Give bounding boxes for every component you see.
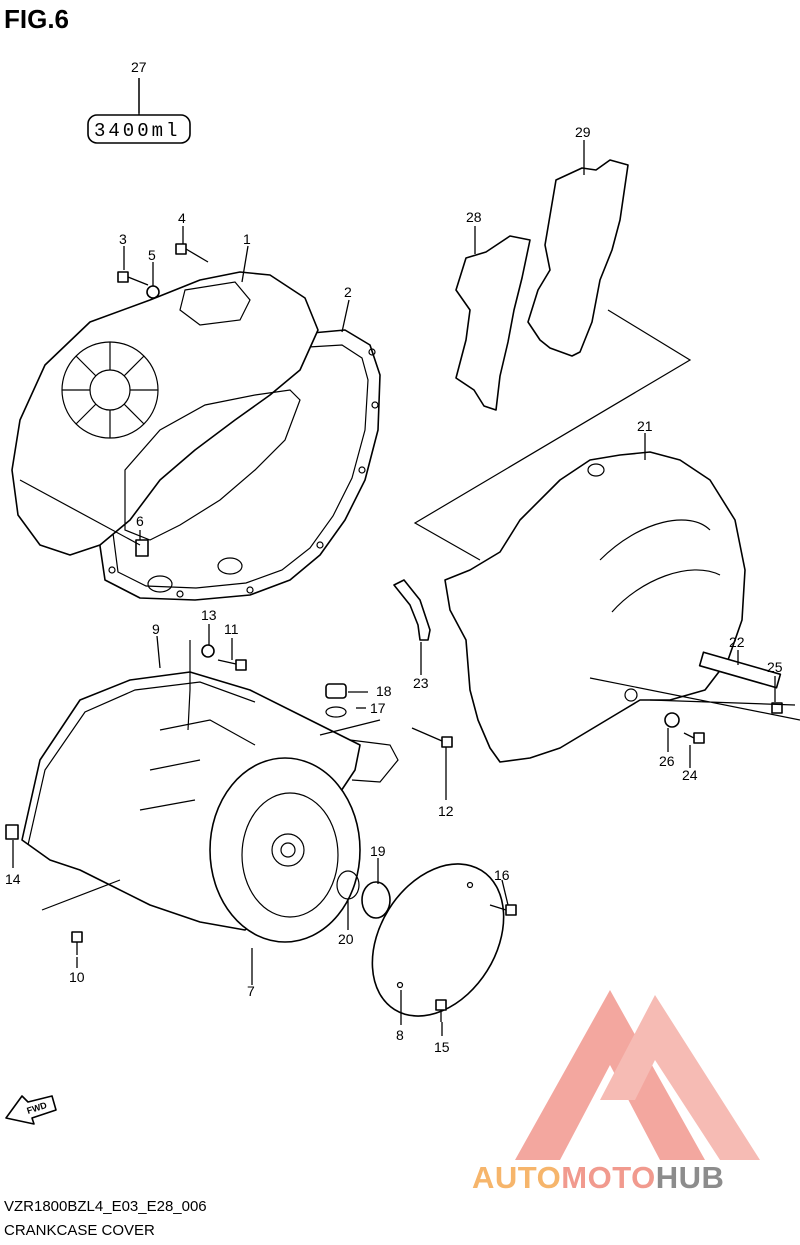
sealant-box: 3400ml bbox=[87, 78, 191, 144]
stud-22 bbox=[698, 651, 782, 689]
callout-11: 11 bbox=[224, 621, 239, 637]
inner-cover-28 bbox=[455, 235, 531, 411]
callout-26: 26 bbox=[659, 753, 675, 769]
bolt-25 bbox=[771, 702, 783, 714]
washer-21-small bbox=[624, 688, 638, 702]
callout-16: 16 bbox=[494, 867, 510, 883]
callout-17: 17 bbox=[370, 700, 386, 716]
bolt-15 bbox=[435, 999, 447, 1022]
o-ring-20 bbox=[336, 870, 360, 900]
callout-8: 8 bbox=[396, 1027, 404, 1043]
callout-3: 3 bbox=[119, 231, 127, 247]
callout-2: 2 bbox=[344, 284, 352, 300]
watermark-word-1: AUTO bbox=[472, 1160, 562, 1195]
inner-cover-29 bbox=[527, 159, 629, 357]
callout-12: 12 bbox=[438, 803, 454, 819]
callout-10: 10 bbox=[69, 969, 85, 985]
callout-15: 15 bbox=[434, 1039, 450, 1055]
callout-28: 28 bbox=[466, 209, 482, 225]
watermark-wordmark: AUTOMOTOHUB bbox=[472, 1160, 724, 1196]
callout-18: 18 bbox=[376, 683, 392, 699]
callout-25: 25 bbox=[767, 659, 783, 675]
section-name: CRANKCASE COVER bbox=[4, 1222, 155, 1239]
gasket-9 bbox=[27, 681, 256, 846]
bolt-3 bbox=[117, 271, 149, 286]
sealant-label: 3400ml bbox=[94, 120, 180, 142]
callout-9: 9 bbox=[152, 621, 160, 637]
callout-leaders bbox=[12, 78, 776, 1036]
fwd-arrow-icon: FWD bbox=[5, 1095, 57, 1125]
plug-18 bbox=[325, 683, 347, 699]
callout-4: 4 bbox=[178, 210, 186, 226]
bolt-14 bbox=[5, 824, 19, 840]
watermark-word-2: MOTO bbox=[561, 1160, 656, 1195]
callout-19: 19 bbox=[370, 843, 386, 859]
plug-19 bbox=[361, 881, 391, 919]
callout-20: 20 bbox=[338, 931, 354, 947]
callout-5: 5 bbox=[148, 247, 156, 263]
automotohub-logo-mark bbox=[515, 990, 760, 1160]
callout-6: 6 bbox=[136, 513, 144, 529]
bolt-12 bbox=[411, 727, 453, 748]
callout-22: 22 bbox=[729, 634, 745, 650]
callout-1: 1 bbox=[243, 231, 251, 247]
generator-cover-7 bbox=[21, 671, 399, 943]
phantom-lines bbox=[19, 309, 800, 911]
callout-29: 29 bbox=[575, 124, 591, 140]
callout-numbers: 27 1 2 3 4 5 6 7 8 9 10 11 12 13 14 15 1… bbox=[5, 59, 783, 1055]
bolt-11 bbox=[217, 659, 247, 671]
bolt-10 bbox=[71, 931, 83, 955]
model-code: VZR1800BZL4_E03_E28_006 bbox=[4, 1198, 207, 1215]
bolt-16 bbox=[489, 904, 517, 916]
bolt-4 bbox=[175, 243, 209, 263]
washer-13 bbox=[201, 644, 215, 658]
figure-title: FIG.6 bbox=[4, 4, 70, 34]
outer-cover-21 bbox=[444, 451, 746, 763]
callout-7: 7 bbox=[247, 983, 255, 999]
washer-5 bbox=[146, 285, 160, 299]
callout-14: 14 bbox=[5, 871, 21, 887]
callout-13: 13 bbox=[201, 607, 217, 623]
callout-23: 23 bbox=[413, 675, 429, 691]
bracket-23 bbox=[393, 579, 431, 641]
watermark-word-3: HUB bbox=[655, 1160, 725, 1195]
bolt-24 bbox=[683, 732, 705, 744]
o-ring-17 bbox=[325, 706, 347, 718]
washer-26 bbox=[664, 712, 680, 728]
callout-24: 24 bbox=[682, 767, 698, 783]
callout-27: 27 bbox=[131, 59, 147, 75]
callout-21: 21 bbox=[637, 418, 653, 434]
